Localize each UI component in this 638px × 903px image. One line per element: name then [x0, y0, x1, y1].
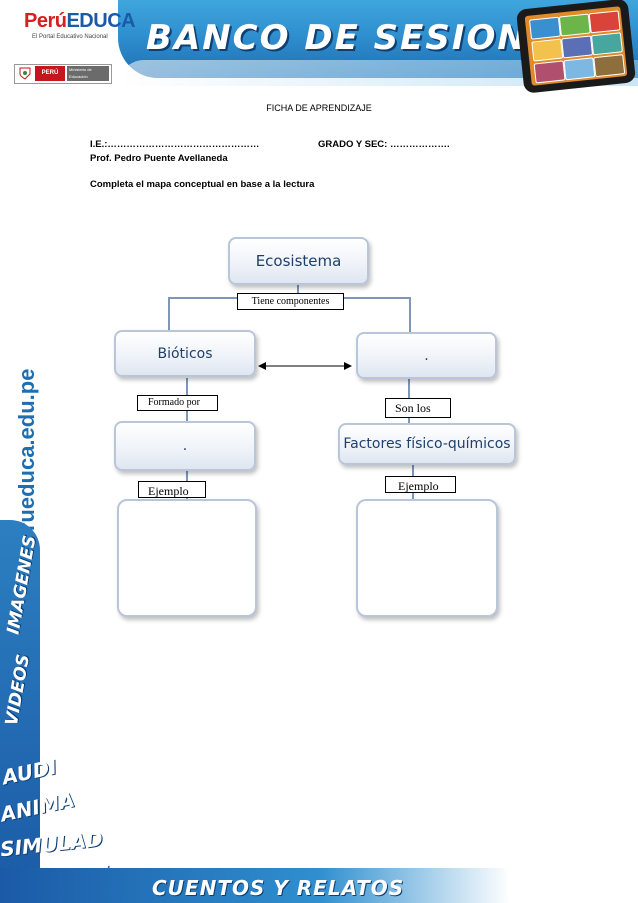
- logo-accent: EDUCA: [66, 10, 136, 32]
- node-bioticos[interactable]: Bióticos: [114, 330, 256, 377]
- grade-section-field: GRADO Y SEC: ……………….: [318, 139, 450, 150]
- ministry-logo: PERÚ Ministerio de Educación: [14, 64, 112, 84]
- link-ejemplo-right-text: Ejemplo: [398, 479, 439, 493]
- link-ejemplo-left: Ejemplo: [138, 481, 206, 498]
- tablet-illustration: [515, 0, 637, 94]
- connector-right-down: [409, 297, 411, 333]
- node-biotic-sub-blank[interactable]: .: [114, 421, 256, 471]
- link-son-los-text: Son los: [395, 401, 431, 415]
- logo-tagline: El Portal Educativo Nacional: [32, 34, 108, 40]
- node-abioticos-blank[interactable]: .: [356, 332, 497, 379]
- node-ecosistema-label: Ecosistema: [255, 252, 342, 270]
- ministry-name: Ministerio de Educación: [67, 66, 109, 81]
- banner-title: BANCO DE SESIONES: [146, 18, 580, 58]
- node-factores-fisico-quimicos[interactable]: Factores físico-químicos: [338, 423, 516, 465]
- footer-band: [0, 868, 638, 903]
- link-formado-por: Formado por: [137, 395, 218, 411]
- link-tiene-componentes-text: Tiene componentes: [251, 296, 330, 307]
- connector-root-down: [297, 284, 299, 298]
- link-ejemplo-left-text: Ejemplo: [148, 484, 189, 498]
- link-ejemplo-right: Ejemplo: [385, 476, 456, 493]
- double-arrow-icon: [258, 362, 352, 370]
- node-factores-label: Factores físico-químicos: [343, 436, 511, 452]
- link-tiene-componentes: Tiene componentes: [237, 293, 344, 310]
- school-field: I.E.:…………………………………………: [90, 139, 260, 150]
- shield-icon: [17, 67, 33, 80]
- node-biotic-sub-blank-label: .: [182, 438, 188, 454]
- answer-box-left[interactable]: [117, 499, 257, 617]
- logo-text: PerúEDUCA: [24, 10, 136, 33]
- page-header: PerúEDUCA El Portal Educativo Nacional P…: [0, 0, 638, 94]
- document-title: FICHA DE APRENDIZAJE: [266, 103, 372, 113]
- tablet-screen: [524, 6, 628, 86]
- logo-main: Perú: [24, 10, 67, 32]
- connector-left-down: [168, 297, 170, 331]
- ministry-country: PERÚ: [35, 66, 65, 81]
- left-blue-sweep: [0, 520, 40, 903]
- link-son-los: Son los: [385, 398, 451, 418]
- link-formado-por-text: Formado por: [148, 397, 200, 408]
- answer-box-right[interactable]: [356, 499, 498, 617]
- teacher-name: Prof. Pedro Puente Avellaneda: [90, 153, 228, 164]
- instruction-text: Completa el mapa conceptual en base a la…: [90, 179, 315, 190]
- footer-title: CUENTOS Y RELATOS: [152, 876, 405, 900]
- node-bioticos-label: Bióticos: [157, 345, 213, 362]
- perueduca-logo[interactable]: PerúEDUCA El Portal Educativo Nacional P…: [4, 4, 136, 84]
- node-abioticos-blank-label: .: [424, 347, 429, 364]
- node-ecosistema[interactable]: Ecosistema: [228, 237, 369, 285]
